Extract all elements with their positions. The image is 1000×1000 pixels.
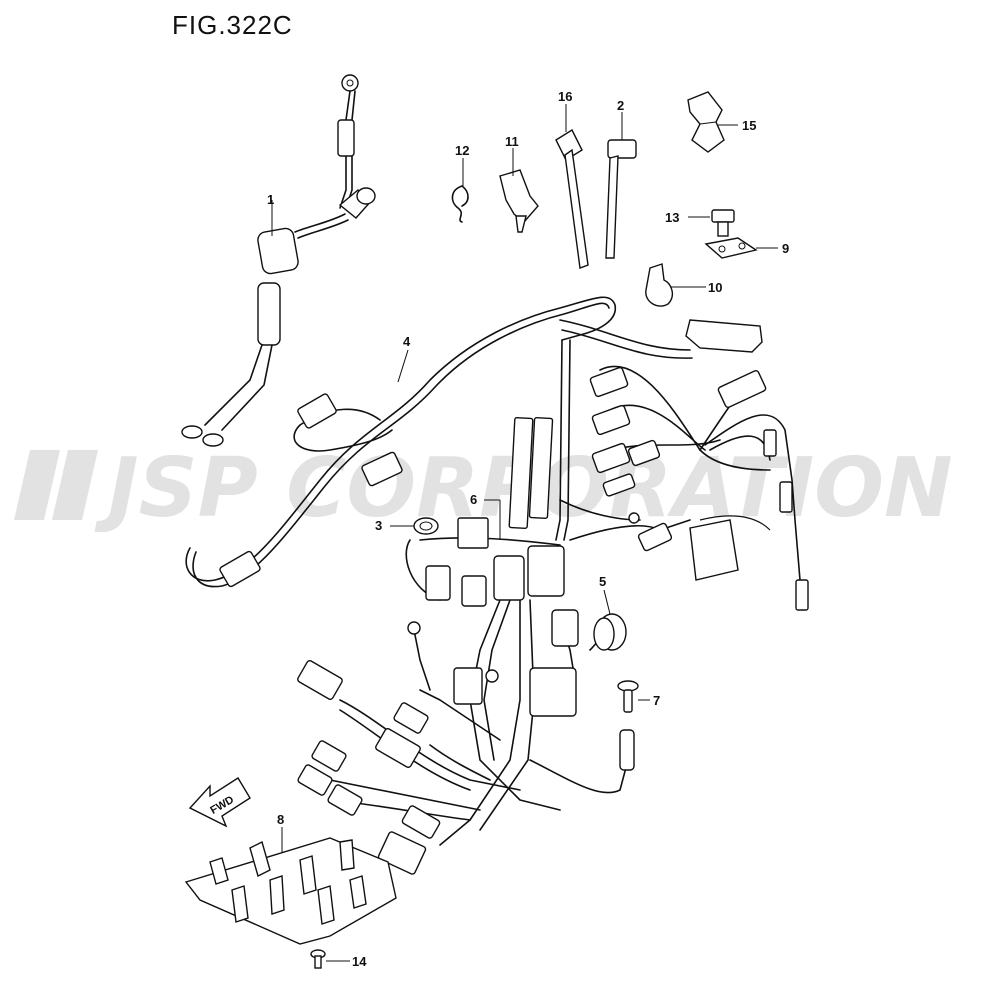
callout-5: 5 — [599, 574, 606, 589]
part-9-plate — [704, 237, 758, 259]
part-12-clip — [451, 185, 469, 223]
callout-3: 3 — [375, 518, 382, 533]
callout-1: 1 — [267, 192, 274, 207]
callout-7: 7 — [653, 693, 660, 708]
callout-13: 13 — [665, 210, 679, 225]
callout-12: 12 — [455, 143, 469, 158]
callout-14: 14 — [352, 954, 367, 969]
leader-lines — [271, 104, 778, 962]
part-11-holder — [499, 169, 539, 233]
part-3-ring — [413, 517, 439, 535]
callout-15: 15 — [742, 118, 756, 133]
part-2-cable-tie — [605, 139, 637, 259]
callout-9: 9 — [782, 241, 789, 256]
callout-labels: 1 2 3 4 5 6 7 8 9 10 11 12 13 14 15 16 — [267, 89, 789, 969]
part-10-clamp — [645, 263, 674, 307]
callout-10: 10 — [708, 280, 722, 295]
harness-connectors — [219, 319, 809, 875]
part-15-clip — [687, 91, 725, 153]
part-13-bolt — [711, 209, 735, 237]
callout-6: 6 — [470, 492, 477, 507]
figure-title: FIG.322C — [172, 10, 293, 40]
part-1-cable — [181, 74, 376, 447]
part-7-pin — [617, 680, 639, 771]
callout-16: 16 — [558, 89, 572, 104]
watermark-logo-mark — [14, 450, 98, 520]
callout-2: 2 — [617, 98, 624, 113]
callout-11: 11 — [505, 134, 519, 149]
callout-4: 4 — [403, 334, 411, 349]
fwd-arrow-icon: FWD — [188, 777, 251, 828]
part-5-cap — [593, 613, 627, 651]
part-16-cable-tie — [555, 128, 589, 269]
callout-8: 8 — [277, 812, 284, 827]
part-8-bracket — [184, 837, 397, 945]
part-14-screw — [310, 949, 326, 969]
